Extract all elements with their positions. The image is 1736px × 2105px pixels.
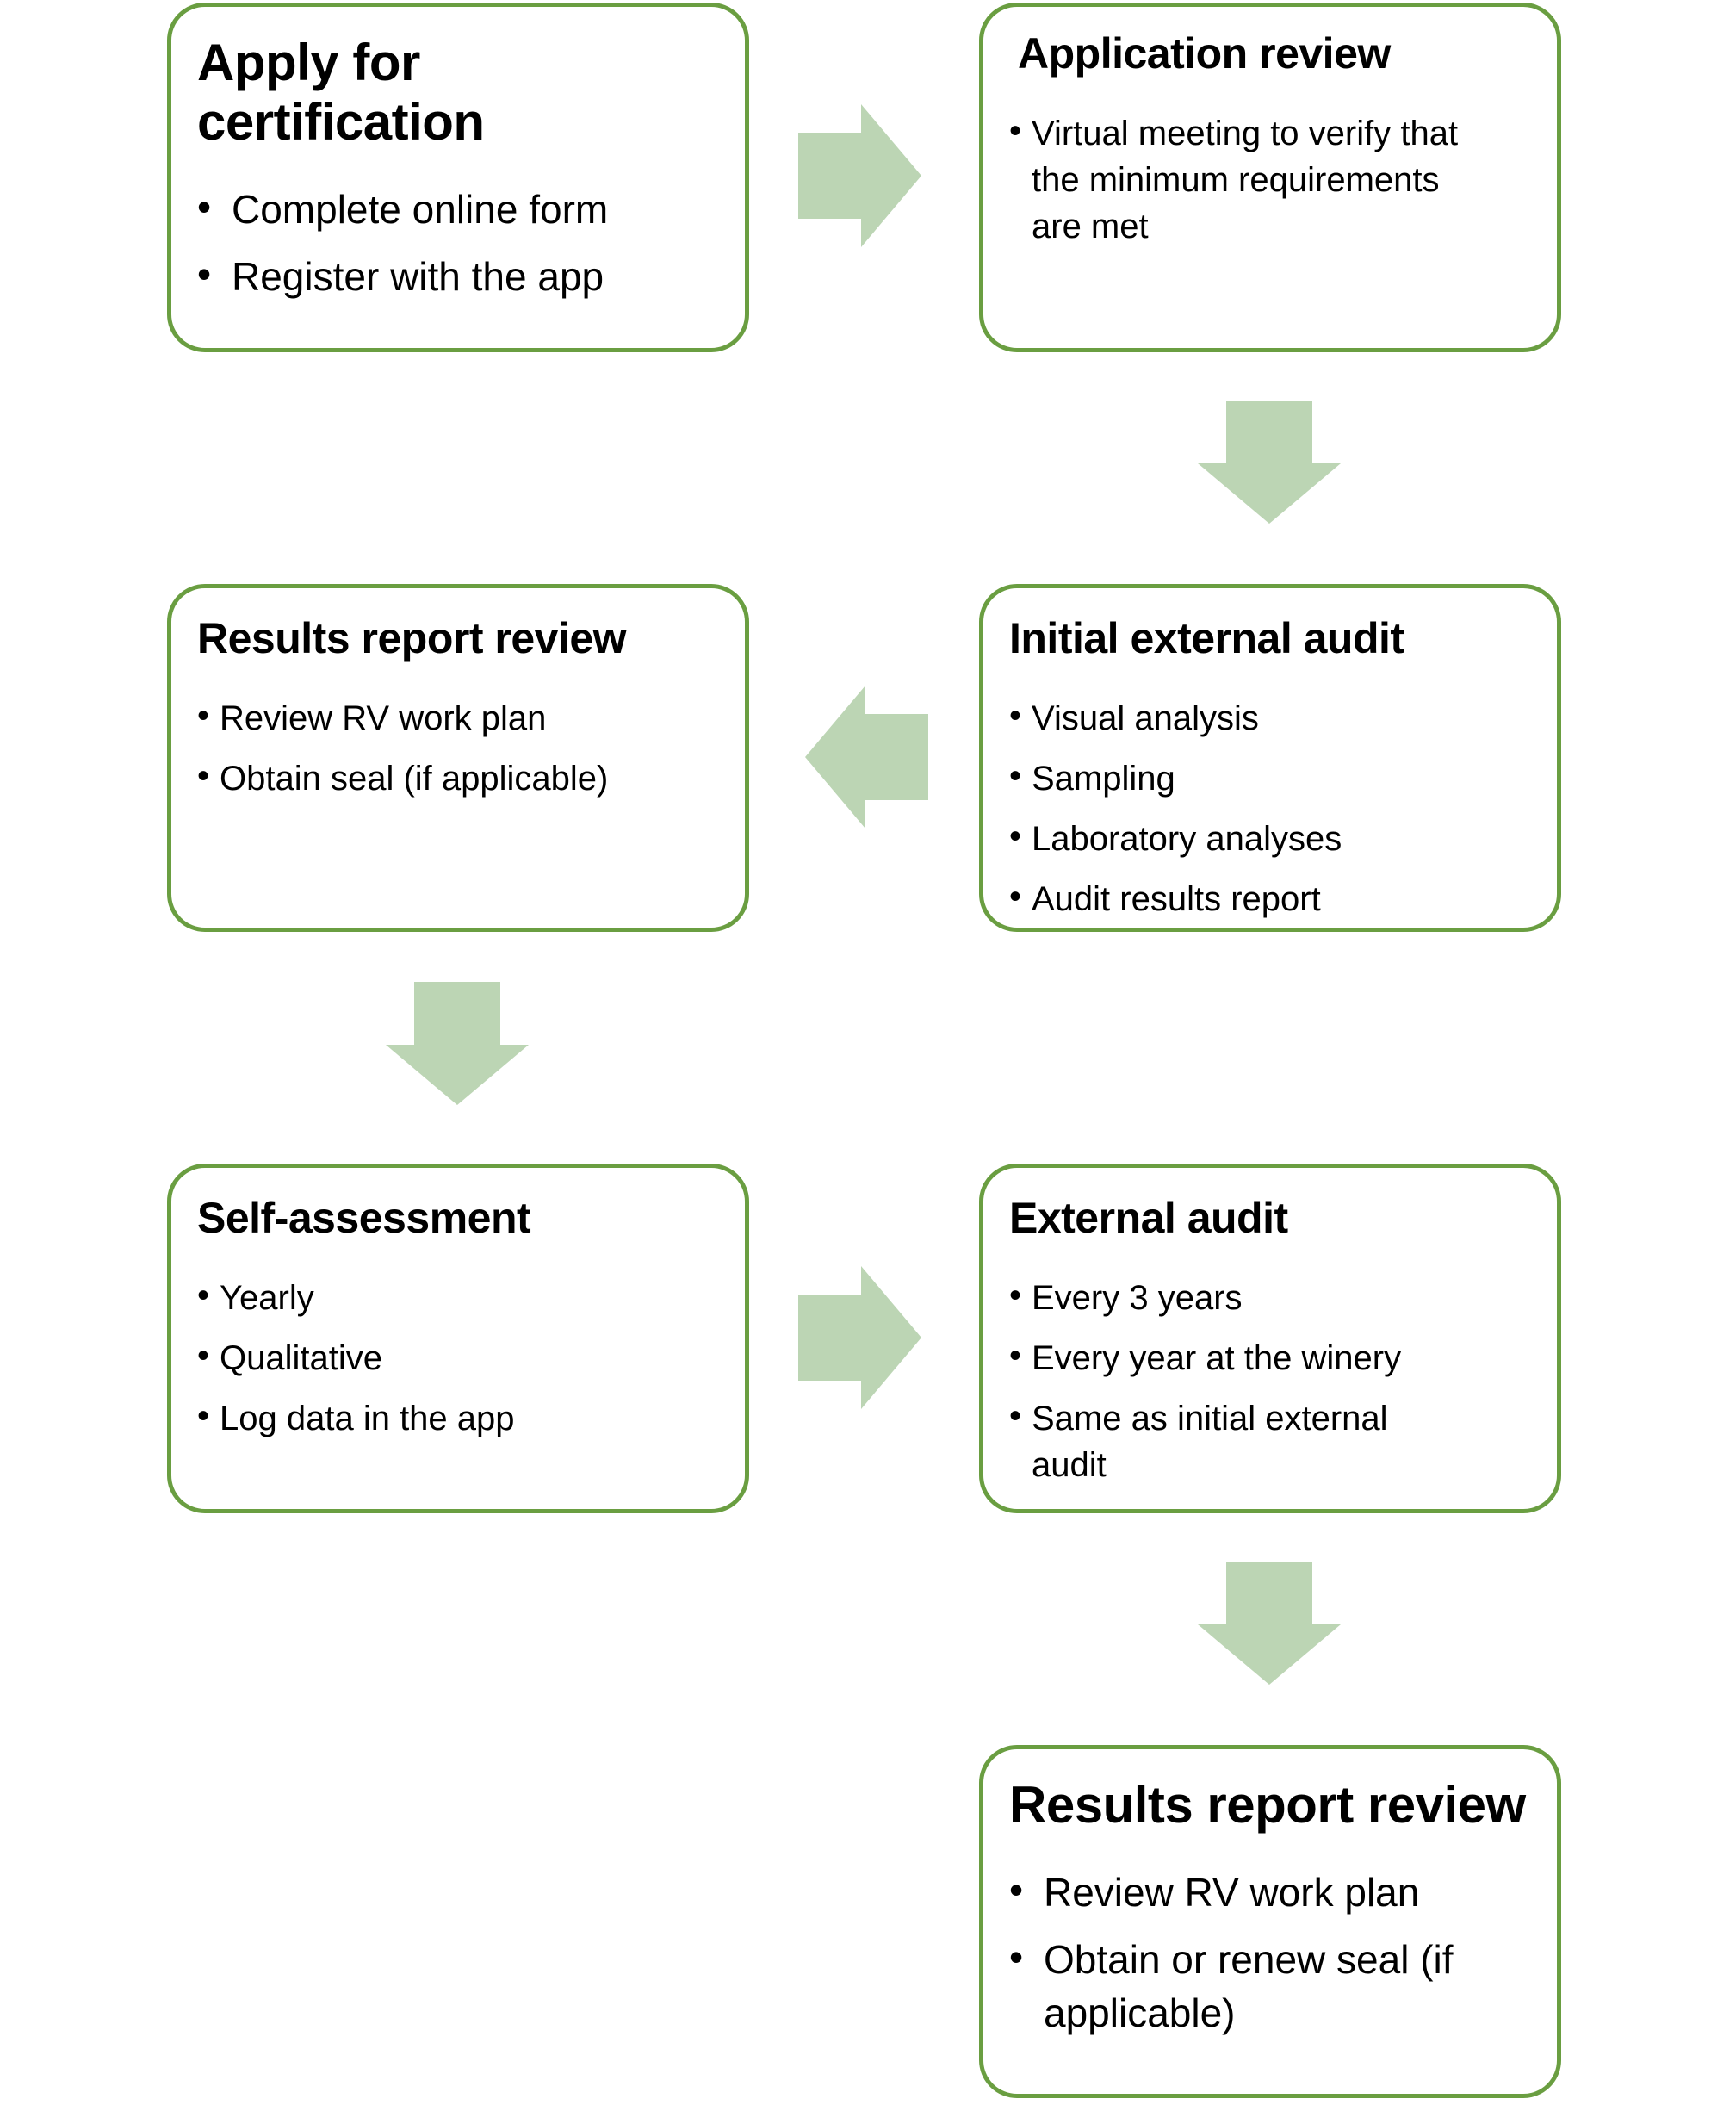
arrow-left-icon: [805, 686, 928, 829]
step-items: Virtual meeting to verify that the minim…: [1009, 103, 1531, 257]
list-item: Review RV work plan: [197, 688, 719, 748]
arrow-down-icon: [1198, 1562, 1341, 1685]
list-item: Every 3 years: [1009, 1268, 1531, 1328]
step-results-report-review: Results report review Review RV work pla…: [167, 584, 749, 932]
step-self-assessment: Self-assessment Yearly Qualitative Log d…: [167, 1164, 749, 1513]
list-item: Obtain seal (if applicable): [197, 748, 719, 809]
list-item: Review RV work plan: [1009, 1859, 1531, 1926]
list-item: Register with the app: [197, 243, 719, 310]
step-items: Yearly Qualitative Log data in the app: [197, 1268, 719, 1449]
list-item: Yearly: [197, 1268, 719, 1328]
list-item: Audit results report: [1009, 869, 1531, 929]
step-items: Review RV work plan Obtain or renew seal…: [1009, 1859, 1531, 2046]
list-item: Visual analysis: [1009, 688, 1531, 748]
step-items: Every 3 years Every year at the winery S…: [1009, 1268, 1531, 1495]
step-items: Review RV work plan Obtain seal (if appl…: [197, 688, 719, 809]
list-item: Complete online form: [197, 176, 719, 243]
step-title: Application review: [1018, 29, 1391, 78]
step-final-results-report-review: Results report review Review RV work pla…: [979, 1745, 1561, 2098]
arrow-down-icon: [1198, 401, 1341, 524]
arrow-right-icon: [798, 104, 921, 247]
list-item: Same as initial external audit: [1009, 1388, 1531, 1495]
step-title: Self-assessment: [197, 1194, 531, 1242]
list-item: Sampling: [1009, 748, 1531, 809]
step-title: Results report review: [197, 614, 627, 662]
list-item: Log data in the app: [197, 1388, 719, 1449]
list-item: Obtain or renew seal (if applicable): [1009, 1926, 1531, 2046]
step-title: Initial external audit: [1009, 614, 1404, 662]
step-items: Visual analysis Sampling Laboratory anal…: [1009, 688, 1531, 929]
step-title: External audit: [1009, 1194, 1288, 1242]
step-initial-external-audit: Initial external audit Visual analysis S…: [979, 584, 1561, 932]
list-item: Qualitative: [197, 1328, 719, 1388]
arrow-right-icon: [798, 1266, 921, 1409]
step-items: Complete online form Register with the a…: [197, 176, 719, 310]
list-item: Virtual meeting to verify that the minim…: [1009, 103, 1531, 257]
arrow-down-icon: [386, 982, 529, 1105]
step-apply-for-certification: Apply for certification Complete online …: [167, 3, 749, 352]
step-external-audit: External audit Every 3 years Every year …: [979, 1164, 1561, 1513]
step-title: Apply for certification: [197, 34, 485, 151]
list-item: Laboratory analyses: [1009, 809, 1531, 869]
step-title: Results report review: [1009, 1776, 1526, 1834]
list-item: Every year at the winery: [1009, 1328, 1531, 1388]
step-application-review: Application review Virtual meeting to ve…: [979, 3, 1561, 352]
